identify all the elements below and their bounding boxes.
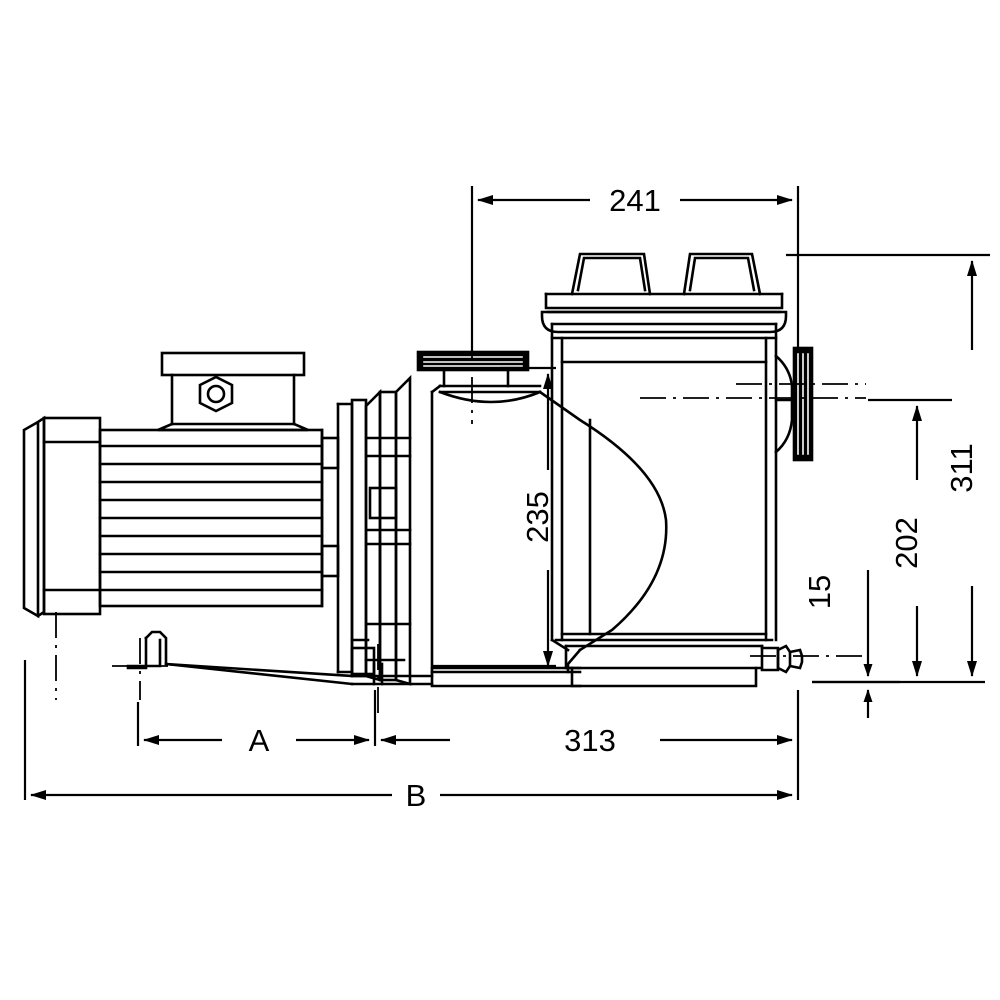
dim-label-202: 202: [889, 517, 924, 569]
lid-grip-knob-right: [682, 252, 762, 296]
centrelines: [55, 334, 866, 716]
dim-label-241: 241: [609, 183, 661, 218]
strainer-lid: [540, 292, 788, 334]
lid-grip-knobs: [570, 252, 762, 296]
dim-label-15: 15: [802, 575, 837, 609]
motor-pump-adapter: [336, 374, 434, 686]
lid-grip-knob-left: [570, 252, 652, 296]
dim-label-313: 313: [564, 723, 616, 758]
suction-flange: [416, 350, 530, 388]
hex-bolt: [198, 375, 234, 413]
dim-label-A: A: [249, 723, 270, 758]
dimension-235: [432, 366, 556, 668]
strainer-housing: [550, 322, 778, 688]
dim-label-235: 235: [520, 491, 555, 543]
dim-label-311: 311: [944, 443, 979, 492]
dimension-311: [786, 253, 990, 677]
dimension-B: [23, 660, 793, 800]
motor-finned-body: [98, 428, 340, 608]
outlet-union-flange: [774, 346, 814, 462]
terminal-box: [157, 351, 309, 432]
motor-fan-cowl: [22, 415, 102, 619]
dimension-202: [812, 398, 985, 684]
dimension-241: [470, 186, 800, 352]
dimension-A: [136, 690, 377, 746]
pump-volute-casing: [430, 384, 668, 688]
mounting-bracket: [126, 630, 354, 686]
dim-label-B: B: [406, 778, 427, 813]
drain-plug: [760, 644, 804, 674]
dimension-313: [380, 690, 800, 800]
dimension-labels: 241 235 15 202 311 A 313 B: [249, 183, 979, 813]
